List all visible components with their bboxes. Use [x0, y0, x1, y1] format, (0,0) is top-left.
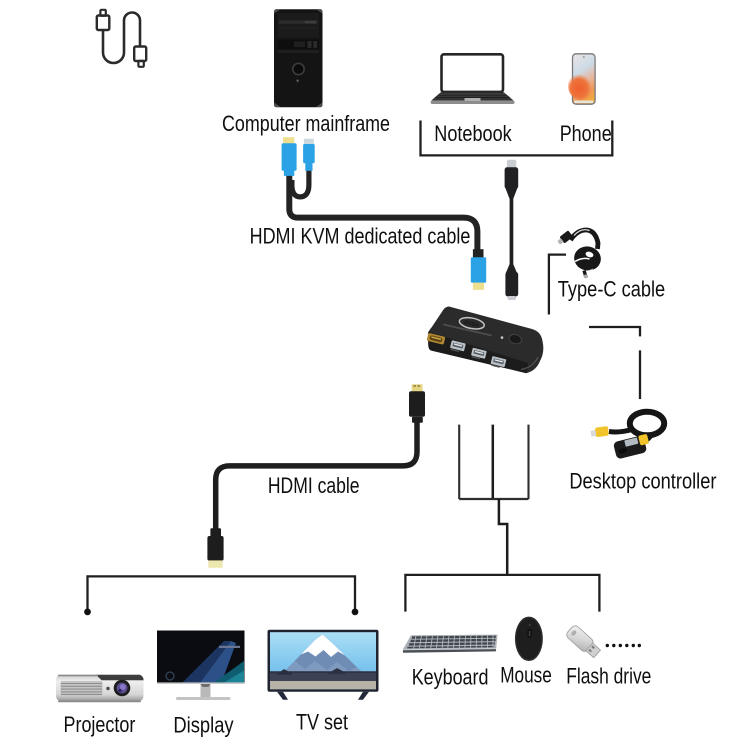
- svg-text:Display: Display: [173, 712, 234, 737]
- svg-text:Computer mainframe: Computer mainframe: [222, 111, 390, 136]
- svg-text:TV set: TV set: [296, 710, 349, 735]
- svg-text:Mouse: Mouse: [500, 662, 552, 687]
- svg-text:Flash drive: Flash drive: [566, 664, 651, 689]
- svg-text:EKSA: EKSA: [464, 320, 480, 329]
- svg-text:Projector: Projector: [64, 712, 136, 737]
- svg-text:HDMI KVM dedicated cable: HDMI KVM dedicated cable: [250, 224, 471, 249]
- svg-text:HDMI cable: HDMI cable: [268, 473, 360, 498]
- svg-text:Type-C cable: Type-C cable: [558, 277, 665, 302]
- svg-text:Desktop controller: Desktop controller: [569, 469, 716, 494]
- svg-text:Notebook: Notebook: [434, 121, 512, 146]
- svg-text:Phone: Phone: [560, 121, 612, 146]
- svg-text:Keyboard: Keyboard: [412, 665, 489, 690]
